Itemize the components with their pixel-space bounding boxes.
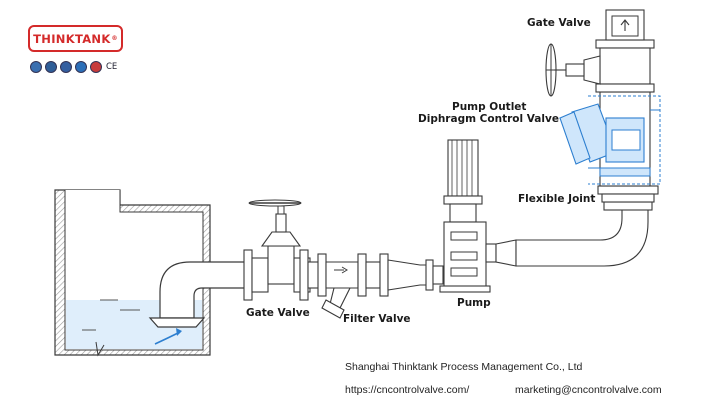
label-gate-valve-top: Gate Valve	[527, 17, 591, 29]
gate-valve-top	[545, 9, 655, 97]
label-flexible-joint: Flexible Joint	[518, 193, 596, 205]
label-pump-outlet: Pump Outlet	[452, 101, 527, 113]
cert-badge-icon	[90, 61, 102, 73]
gate-valve-bottom	[243, 199, 311, 301]
brand-name: THINKTANK	[33, 31, 111, 46]
label-diaphragm-control-valve: Diphragm Control Valve	[418, 113, 559, 125]
email-link[interactable]: marketing@cncontrolvalve.com	[515, 384, 662, 396]
ce-mark: CE	[106, 62, 118, 72]
registered-mark: ®	[111, 35, 118, 42]
certification-badges: CE	[30, 61, 117, 73]
foot-valve	[148, 317, 206, 328]
suction-pipe	[148, 261, 246, 345]
cert-badge-icon	[60, 61, 72, 73]
brand-logo: THINKTANK®	[28, 25, 123, 52]
inlet-reducer	[387, 259, 444, 291]
up-arrow-icon	[620, 19, 630, 31]
discharge-pipe	[485, 185, 659, 267]
filter-valve	[307, 253, 389, 319]
diaphragm-control-valve	[559, 91, 661, 187]
pump-unit	[439, 139, 491, 293]
label-gate-valve-bottom: Gate Valve	[246, 307, 310, 319]
cert-badge-icon	[75, 61, 87, 73]
cert-badge-icon	[30, 61, 42, 73]
company-name: Shanghai Thinktank Process Management Co…	[345, 361, 583, 373]
cert-badge-icon	[45, 61, 57, 73]
label-pump: Pump	[457, 297, 491, 309]
website-link[interactable]: https://cncontrolvalve.com/	[345, 384, 470, 396]
label-filter-valve: Filter Valve	[343, 313, 411, 325]
flow-arrow-icon	[334, 266, 348, 274]
